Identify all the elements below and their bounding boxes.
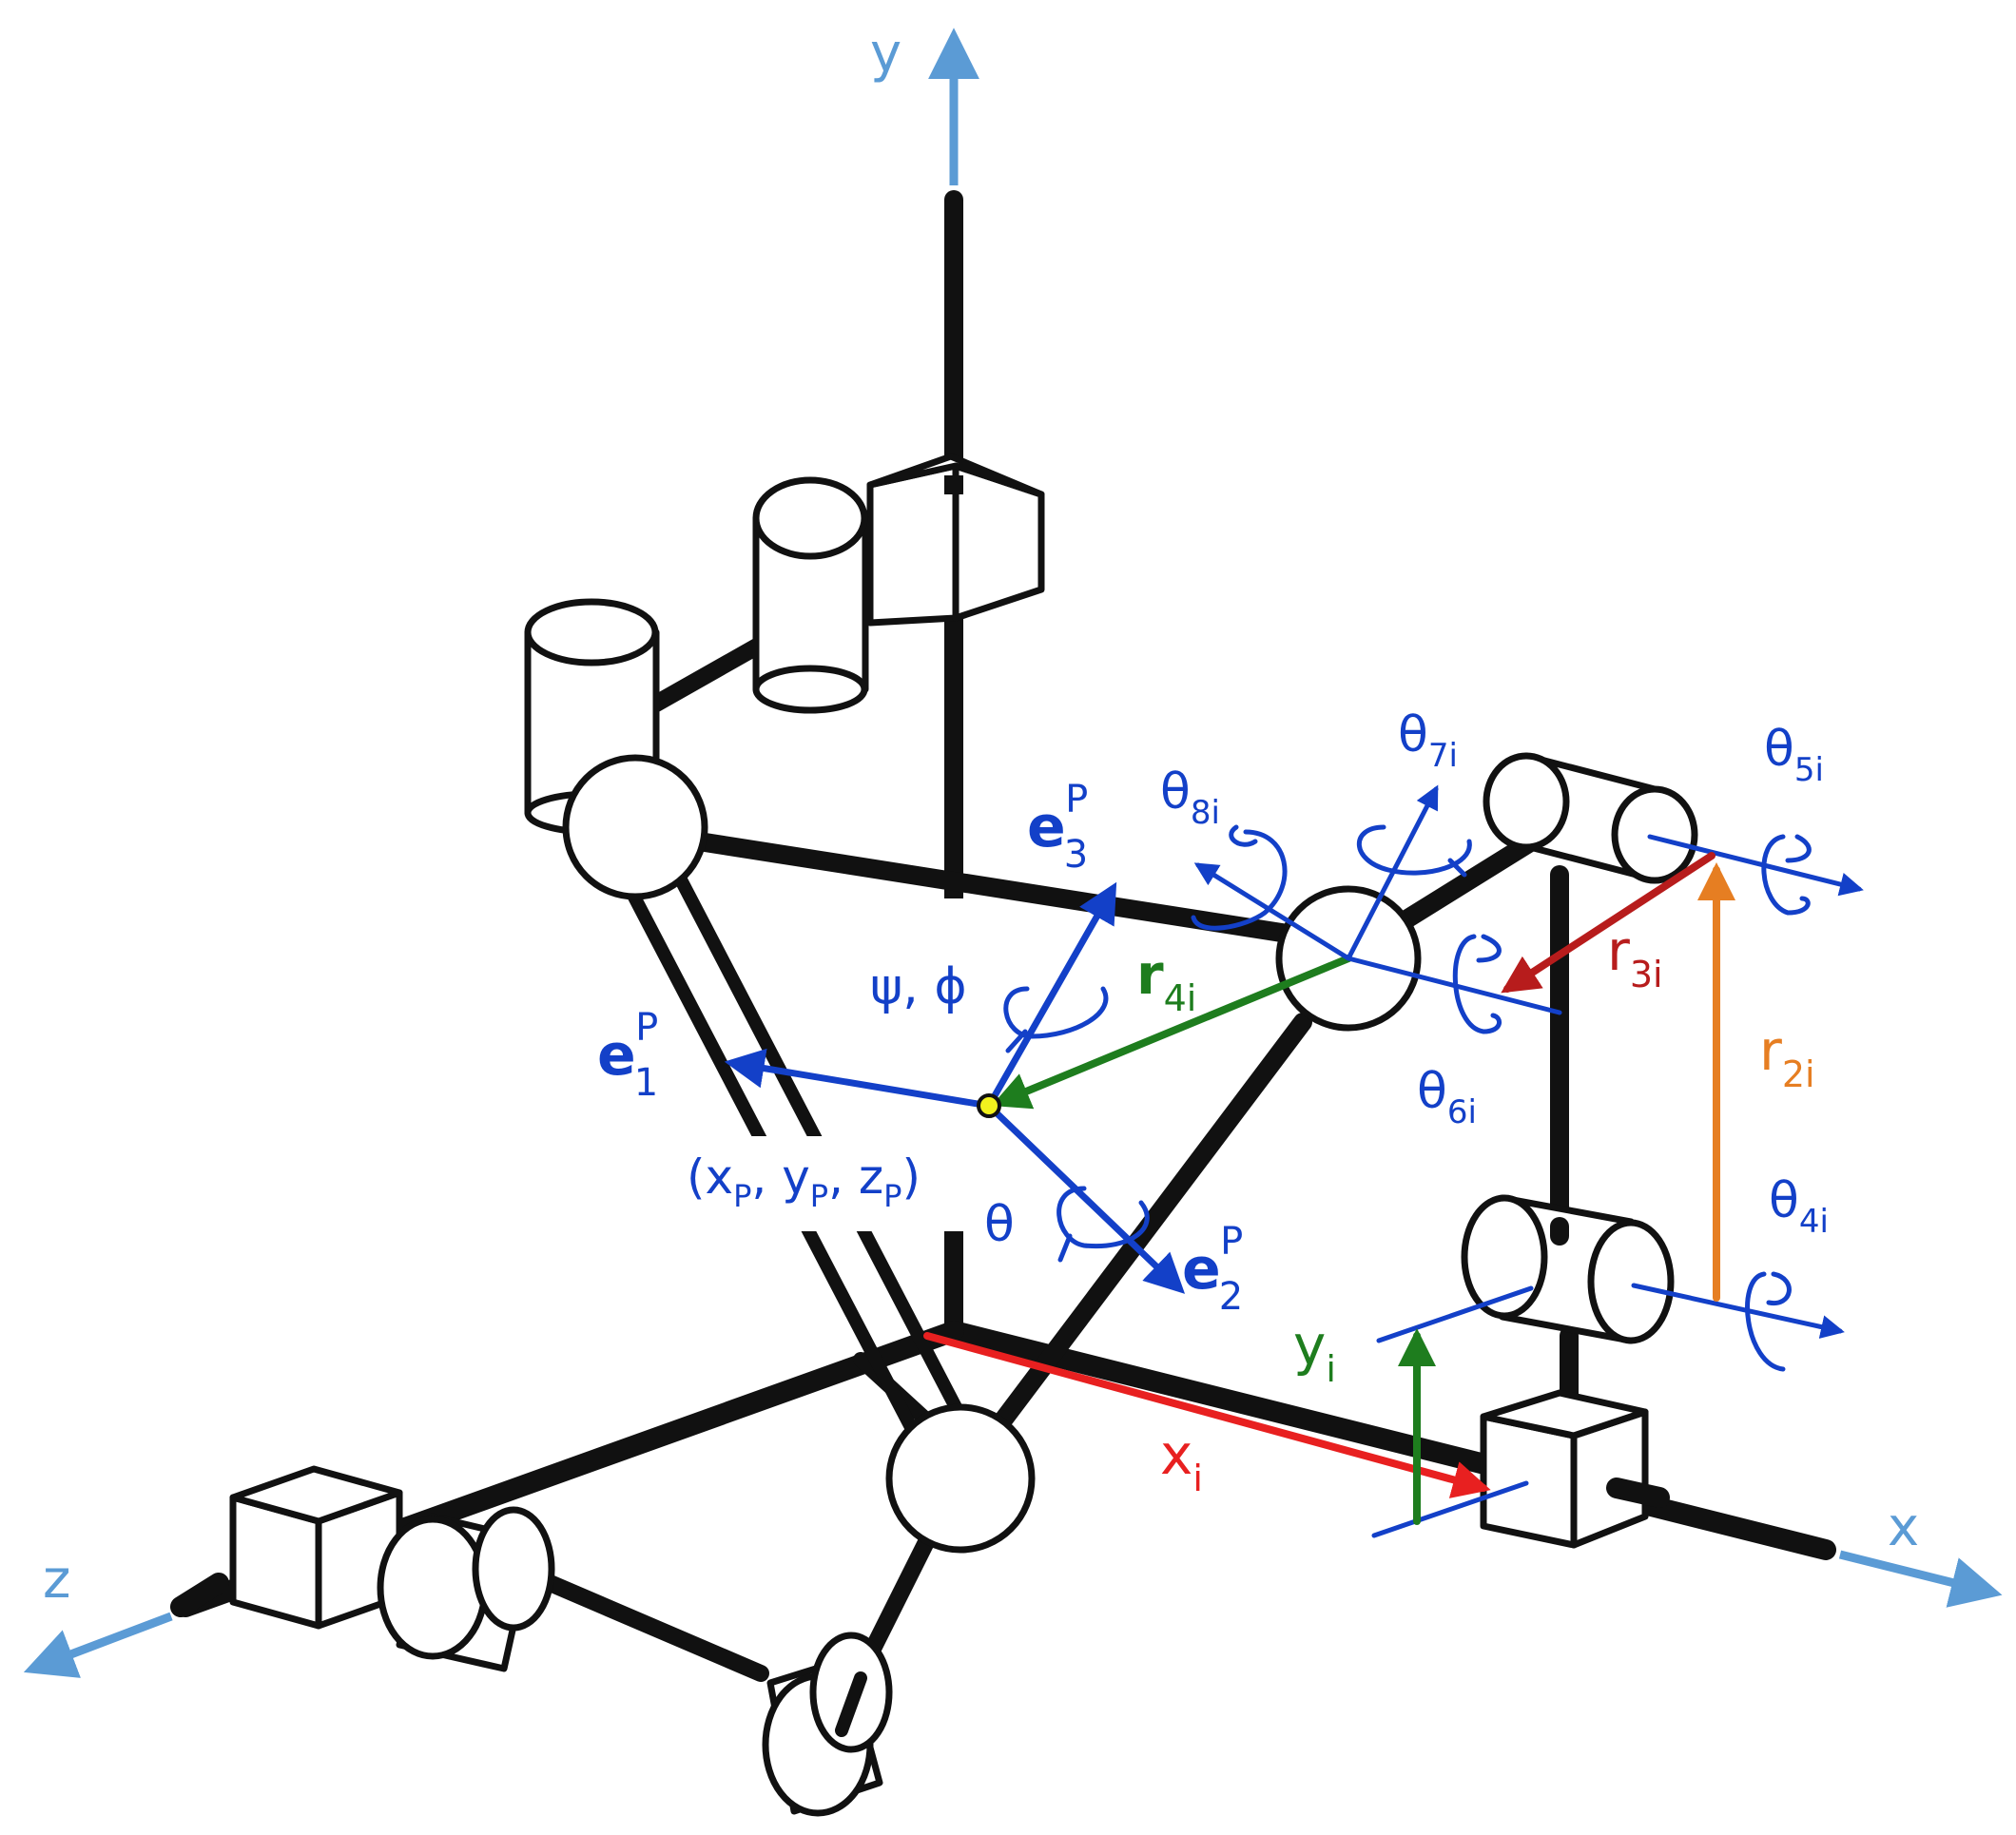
theta5-axis bbox=[1647, 834, 1864, 897]
r4-label: r4i bbox=[1136, 942, 1196, 1019]
theta-label: θ bbox=[984, 1196, 1015, 1253]
right-prismatic-cube bbox=[1480, 1389, 1649, 1549]
bottom-cylinder-axis bbox=[835, 1671, 867, 1737]
theta8-label: θ8i bbox=[1160, 763, 1220, 832]
position-label-background bbox=[661, 1136, 975, 1231]
right-cube-rail-end bbox=[1606, 1478, 1670, 1508]
bottom-cylinder bbox=[762, 1632, 893, 1817]
yi-frame-line-bottom bbox=[1371, 1480, 1529, 1538]
theta7-rotation-icon bbox=[1356, 824, 1472, 878]
lower-spherical-joint bbox=[885, 1403, 1036, 1554]
theta7-label: θ7i bbox=[1398, 706, 1458, 775]
joint-axes bbox=[1191, 784, 1864, 1538]
left-cube-rail-end bbox=[170, 1573, 229, 1617]
z-axis-arrow bbox=[23, 1612, 173, 1678]
xi-label: xi bbox=[1160, 1422, 1203, 1499]
top-cylinder-1 bbox=[752, 476, 869, 714]
y-axis-label: y bbox=[870, 23, 901, 85]
r2-label: r2i bbox=[1759, 1018, 1815, 1095]
theta5-rotation-icon bbox=[1761, 834, 1812, 916]
platform-edge-right bbox=[975, 1013, 1312, 1455]
platform-position-label: (xP, yP, zP) bbox=[687, 1149, 921, 1214]
e2-label: e2P bbox=[1182, 1220, 1243, 1319]
yi-label: yi bbox=[1293, 1313, 1336, 1390]
r4-arrow bbox=[991, 955, 1352, 1110]
theta4-axis bbox=[1631, 1283, 1845, 1339]
e3-label: e3P bbox=[1027, 778, 1088, 877]
global-axes bbox=[23, 28, 2003, 1678]
e1-label: e1P bbox=[597, 1006, 658, 1105]
labels: y x z e1P e2P e3P (xP, yP, zP) ψ, ϕ θ θ5… bbox=[43, 23, 1919, 1611]
e1-arrow bbox=[724, 1048, 993, 1110]
r3-arrow bbox=[1501, 852, 1716, 994]
column-gap-mask bbox=[937, 898, 971, 918]
theta4-rotation-icon bbox=[1745, 1271, 1792, 1372]
theta4-label: θ4i bbox=[1769, 1172, 1829, 1241]
top-prismatic-cube bbox=[866, 453, 1045, 627]
right-bottom-cylinder bbox=[1461, 1194, 1675, 1344]
joint-shapes bbox=[229, 453, 1698, 1817]
theta8-axis bbox=[1193, 862, 1351, 961]
r3-label: r3i bbox=[1607, 918, 1663, 995]
upper-spherical-joint bbox=[562, 754, 708, 900]
theta7-axis bbox=[1346, 784, 1439, 961]
xi-arrow bbox=[923, 1332, 1491, 1498]
right-top-cylinder bbox=[1483, 752, 1698, 884]
platform-frame bbox=[724, 881, 1186, 1294]
x-axis-label: x bbox=[1888, 1497, 1919, 1558]
left-prismatic-cube bbox=[229, 1465, 403, 1630]
base-rail-x bbox=[943, 1321, 1836, 1560]
theta6-rotation-icon bbox=[1452, 934, 1502, 1034]
theta-rotation-icon bbox=[1056, 1186, 1150, 1263]
theta6-label: θ6i bbox=[1417, 1063, 1477, 1131]
e2-arrow bbox=[985, 1102, 1186, 1294]
label-backgrounds bbox=[661, 898, 975, 1231]
psi-phi-label: ψ, ϕ bbox=[870, 958, 967, 1015]
theta5-label: θ5i bbox=[1764, 721, 1824, 789]
x-axis-arrow bbox=[1838, 1550, 2003, 1608]
platform-center-point bbox=[977, 1093, 1001, 1118]
psi-phi-rotation-icon bbox=[1003, 986, 1109, 1053]
overlay-structure bbox=[170, 1217, 1670, 1737]
theta8-rotation-icon bbox=[1191, 824, 1288, 931]
lower-left-cylinder bbox=[377, 1506, 555, 1672]
z-axis-label: z bbox=[43, 1549, 70, 1611]
e3-arrow bbox=[985, 881, 1117, 1110]
